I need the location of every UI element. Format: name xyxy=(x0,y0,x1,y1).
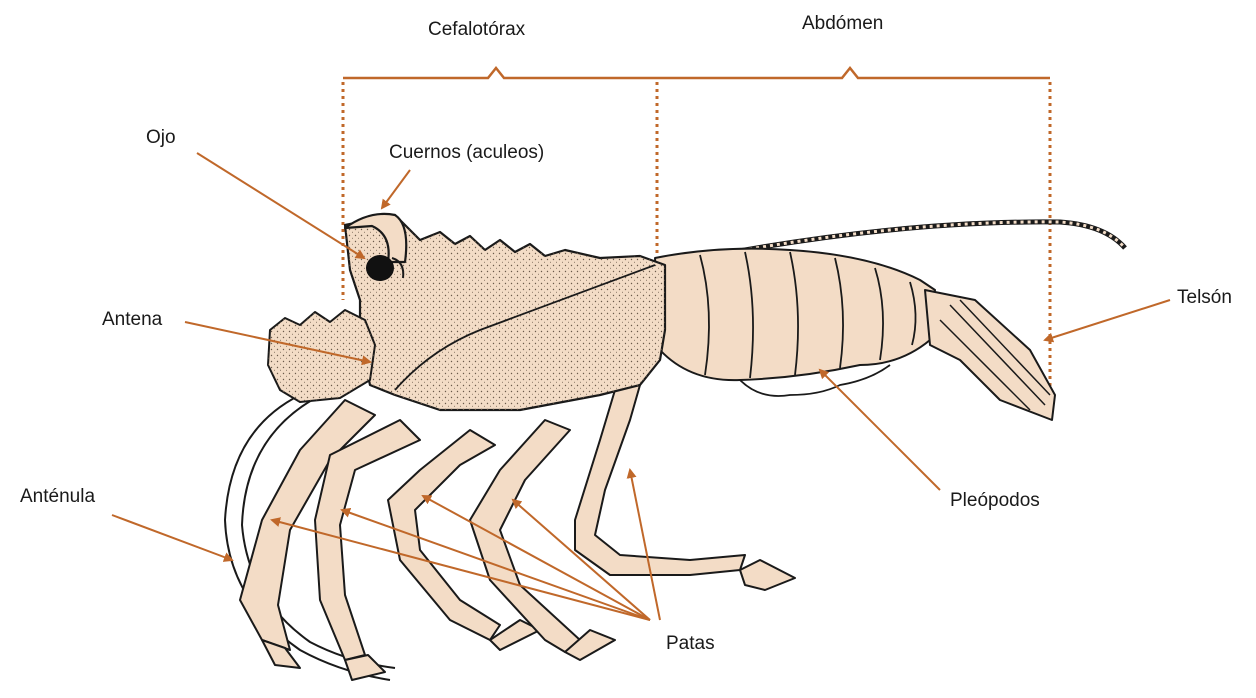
telson-label: Telsón xyxy=(1177,288,1232,307)
antennule-arrow xyxy=(112,515,232,560)
antennule-label: Anténula xyxy=(20,487,95,506)
cephalothorax-label: Cefalotórax xyxy=(428,20,525,39)
antenna-label: Antena xyxy=(102,310,162,329)
legs-label: Patas xyxy=(666,634,715,653)
carapace-shape xyxy=(345,214,665,410)
pleopods-label: Pleópodos xyxy=(950,491,1040,510)
eye-label: Ojo xyxy=(146,128,176,147)
abdomen-label: Abdómen xyxy=(802,14,883,33)
telson-arrow xyxy=(1045,300,1170,340)
head-shape xyxy=(268,310,375,402)
eye-arrow xyxy=(197,153,364,258)
cephalothorax-bracket xyxy=(343,68,657,78)
abdomen-bracket xyxy=(657,68,1050,78)
abdomen-shape xyxy=(655,249,1055,420)
legs-arrow-5 xyxy=(630,470,660,620)
pleopods-arrow xyxy=(820,370,940,490)
horns-arrow xyxy=(382,170,410,208)
horns-label: Cuernos (aculeos) xyxy=(389,143,544,162)
